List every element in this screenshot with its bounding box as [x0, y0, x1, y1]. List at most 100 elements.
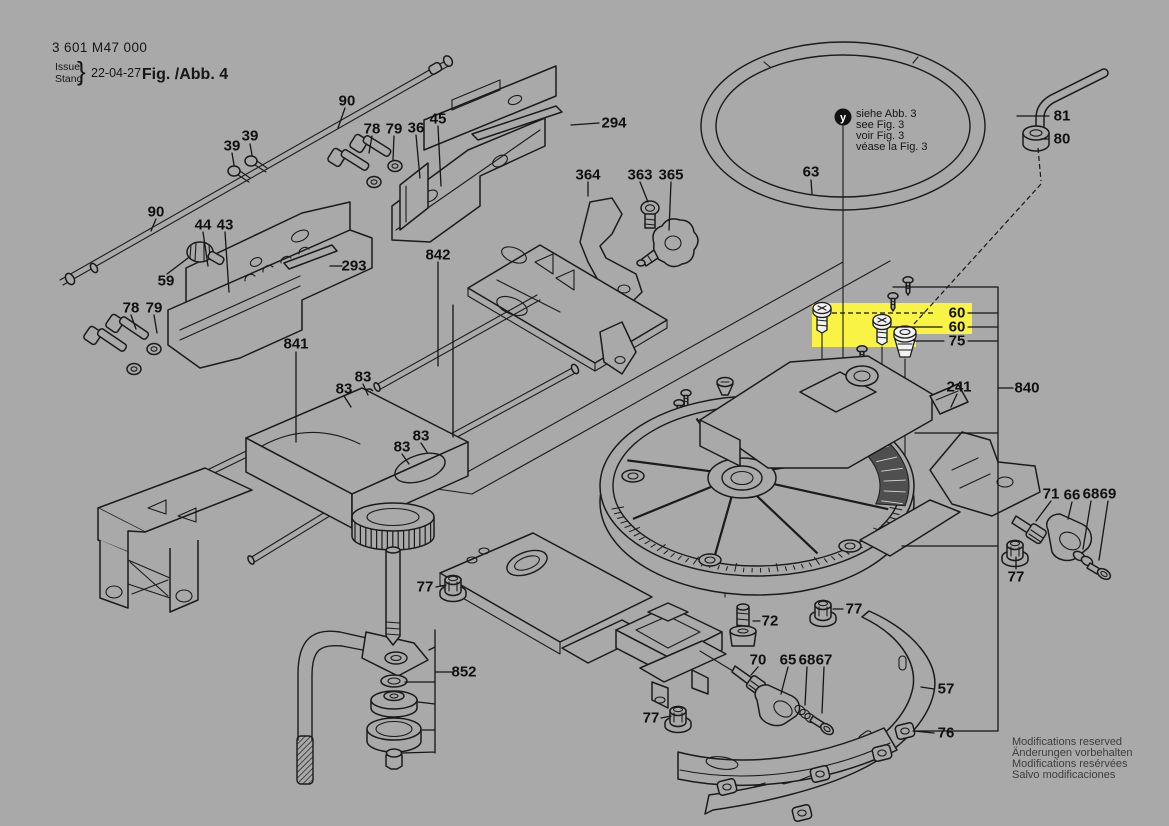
cap-nut-77 — [809, 599, 837, 628]
clamp-shoe-65 — [754, 684, 801, 727]
label-842: 842 — [425, 247, 450, 264]
label-44: 44 — [195, 217, 212, 234]
label-60-a: 60 — [949, 305, 966, 322]
screw-75 — [893, 325, 917, 358]
label-65: 65 — [780, 652, 797, 669]
label-79-left: 79 — [146, 300, 163, 317]
label-83-d: 83 — [413, 428, 430, 445]
label-59: 59 — [158, 273, 175, 290]
issue-brace: } — [77, 56, 86, 86]
label-83-c: 83 — [394, 439, 411, 456]
ref-note-line: siehe Abb. 3 — [856, 108, 917, 120]
tiny-screw — [902, 276, 914, 296]
star-knob-365 — [636, 218, 699, 268]
base-rear-right — [699, 355, 933, 469]
turntable-hub — [707, 457, 777, 499]
label-68-mid: 68 — [799, 652, 816, 669]
cap-nut-77 — [1001, 539, 1029, 568]
base-front-center — [561, 602, 727, 709]
label-69: 69 — [1100, 486, 1117, 503]
label-77-left: 77 — [417, 579, 434, 596]
bracket-852 — [401, 629, 436, 754]
slide-block — [245, 387, 469, 529]
clamp-pad — [361, 631, 429, 677]
label-90-mid: 90 — [148, 204, 165, 221]
label-365: 365 — [658, 167, 683, 184]
label-39-a: 39 — [224, 138, 241, 155]
reference-note-symbol: y — [834, 108, 852, 126]
footer-line: Modifications reserved — [1012, 736, 1123, 748]
label-60-b: 60 — [949, 319, 966, 336]
label-57: 57 — [938, 681, 955, 698]
label-841: 841 — [283, 336, 308, 353]
label-363: 363 — [627, 167, 652, 184]
highlight-box — [812, 303, 972, 347]
label-293: 293 — [341, 258, 366, 275]
label-43: 43 — [217, 217, 234, 234]
footer-line: Änderungen vorbehalten — [1012, 747, 1133, 759]
label-67: 67 — [816, 652, 833, 669]
lock-knob-shaft — [351, 502, 435, 646]
fence-assembly-44-43 — [167, 201, 373, 369]
label-90-top: 90 — [339, 93, 356, 110]
label-77-mid: 77 — [846, 601, 863, 618]
label-83-b: 83 — [355, 369, 372, 386]
base-right-wing — [859, 431, 1041, 557]
label-294: 294 — [601, 115, 627, 132]
insert-plate-842 — [467, 244, 668, 375]
label-80: 80 — [1054, 131, 1071, 148]
bracket-364 — [579, 197, 643, 305]
hex-key-81 — [1035, 68, 1109, 148]
insert-foot — [599, 321, 637, 375]
label-66: 66 — [1064, 487, 1081, 504]
label-45: 45 — [430, 111, 447, 128]
screw-363 — [640, 200, 660, 229]
pulley-stack-852 — [366, 674, 422, 770]
screw-67 — [809, 715, 835, 736]
clamp-arm — [296, 630, 429, 785]
detent-plate — [677, 727, 898, 787]
drawing-part-number: 3 601 M47 000 — [52, 40, 148, 55]
base-left-arm — [439, 532, 653, 655]
label-71: 71 — [1043, 486, 1060, 503]
screw-60-a — [812, 301, 832, 334]
ref-note-line: voir Fig. 3 — [856, 130, 905, 142]
label-840: 840 — [1014, 380, 1039, 397]
leader-lines — [130, 107, 1109, 754]
ref-note-line: véase la Fig. 3 — [856, 141, 928, 153]
label-78-left: 78 — [123, 300, 140, 317]
bolt-72 — [729, 603, 757, 647]
label-79-top: 79 — [386, 121, 403, 138]
footer-line: Salvo modificaciones — [1012, 769, 1116, 781]
label-83-a: 83 — [336, 381, 353, 398]
label-75: 75 — [949, 333, 966, 350]
label-72: 72 — [762, 613, 779, 630]
reference-note-text: siehe Abb. 3 see Fig. 3 voir Fig. 3 véas… — [856, 109, 928, 153]
clamp-shoe-66 — [1046, 513, 1093, 562]
bolts-78-79-left — [83, 313, 162, 376]
plate-36 — [399, 162, 429, 231]
label-852: 852 — [451, 664, 476, 681]
label-39-b: 39 — [242, 128, 259, 145]
bracket-840 — [892, 286, 999, 732]
issue-date: 22-04-27 — [91, 66, 142, 80]
label-77-bottom: 77 — [643, 710, 660, 727]
label-76: 76 — [938, 725, 955, 742]
pointer-241 — [929, 383, 969, 415]
label-78-top: 78 — [364, 121, 381, 138]
top-plate — [423, 65, 557, 151]
ref-note-line: see Fig. 3 — [856, 119, 905, 131]
label-36: 36 — [408, 120, 425, 137]
extension-fence — [97, 467, 253, 613]
strip-294 — [471, 105, 563, 141]
nut-80 — [1022, 125, 1050, 152]
cap-nut-77 — [664, 705, 692, 734]
issue-label: Issue — [55, 61, 81, 73]
label-70: 70 — [750, 652, 767, 669]
clamp-group-mid — [699, 650, 835, 736]
label-364: 364 — [575, 167, 601, 184]
square-nut — [790, 803, 814, 823]
